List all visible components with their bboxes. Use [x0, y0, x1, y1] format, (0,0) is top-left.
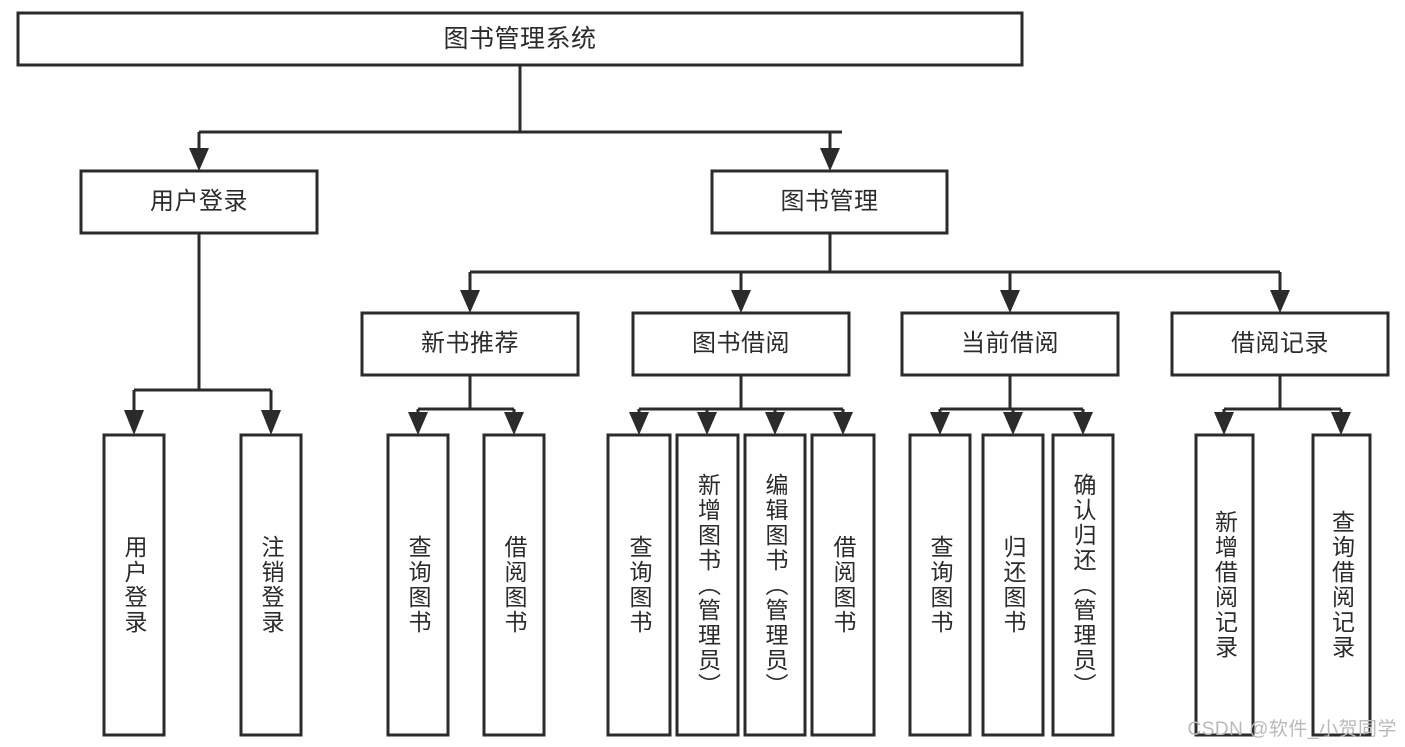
arrow-head-leaf-user-login [124, 410, 144, 435]
arrow-head-current-borrow [1000, 290, 1020, 313]
node-box-current-borrow [900, 311, 1120, 377]
arrow-head-leaf-logout [261, 410, 281, 435]
arrow-head-new-book-recommend [460, 290, 480, 313]
arrow-head-book-management [820, 148, 840, 171]
leaf-box-query-book-2 [606, 433, 672, 737]
connector-root-to-level1 [189, 65, 842, 171]
connector-borrowrecord-to-leaves [1214, 375, 1351, 435]
node-box-borrow-record [1170, 311, 1390, 377]
connector-currentborrow-to-leaves [930, 375, 1093, 435]
arrow-head-leaf-add-borrow-record [1214, 412, 1234, 435]
node-box-new-book-recommend [360, 311, 580, 377]
leaf-box-add-borrow-record [1194, 433, 1255, 737]
arrow-head-leaf-return-book [1003, 412, 1023, 435]
arrow-head-leaf-edit-book [765, 412, 785, 435]
leaf-box-query-borrow-record [1311, 433, 1372, 737]
leaf-box-confirm-return-admin [1051, 433, 1115, 737]
leaf-box-borrow-book-1 [482, 433, 546, 737]
arrow-head-leaf-query-borrow-record [1331, 412, 1351, 435]
node-box-book-management [710, 169, 949, 235]
leaf-box-query-book-1 [386, 433, 450, 737]
connector-userlogin-to-leaves [124, 233, 281, 435]
arrow-head-user-login [189, 148, 209, 171]
leaf-box-logout [239, 433, 303, 737]
leaf-box-edit-book-admin [743, 433, 807, 737]
arrow-head-leaf-query-book-3 [930, 412, 950, 435]
node-box-root [16, 11, 1024, 67]
arrow-head-leaf-borrow-book-1 [504, 412, 524, 435]
arrow-head-leaf-add-book [697, 412, 717, 435]
connector-newbook-to-leaves [408, 375, 524, 435]
leaf-box-query-book-3 [908, 433, 972, 737]
arrow-head-leaf-query-book-2 [629, 412, 649, 435]
leaf-box-return-book [981, 433, 1045, 737]
node-box-user-login [79, 169, 319, 235]
connector-bookmgmt-to-level2 [460, 233, 1290, 313]
csdn-watermark: CSDN @软件_小贺同学 [1187, 719, 1397, 740]
arrow-head-book-borrow [731, 290, 751, 313]
leaf-box-add-book-admin [675, 433, 740, 737]
leaf-box-user-login [102, 433, 166, 737]
arrow-head-borrow-record [1270, 290, 1290, 313]
arrow-head-leaf-borrow-book-2 [833, 412, 853, 435]
arrow-head-leaf-confirm-return [1073, 412, 1093, 435]
arrow-head-leaf-query-book-1 [408, 412, 428, 435]
leaf-box-borrow-book-2 [810, 433, 876, 737]
connector-bookborrow-to-leaves [629, 375, 853, 435]
node-box-book-borrow [631, 311, 851, 377]
